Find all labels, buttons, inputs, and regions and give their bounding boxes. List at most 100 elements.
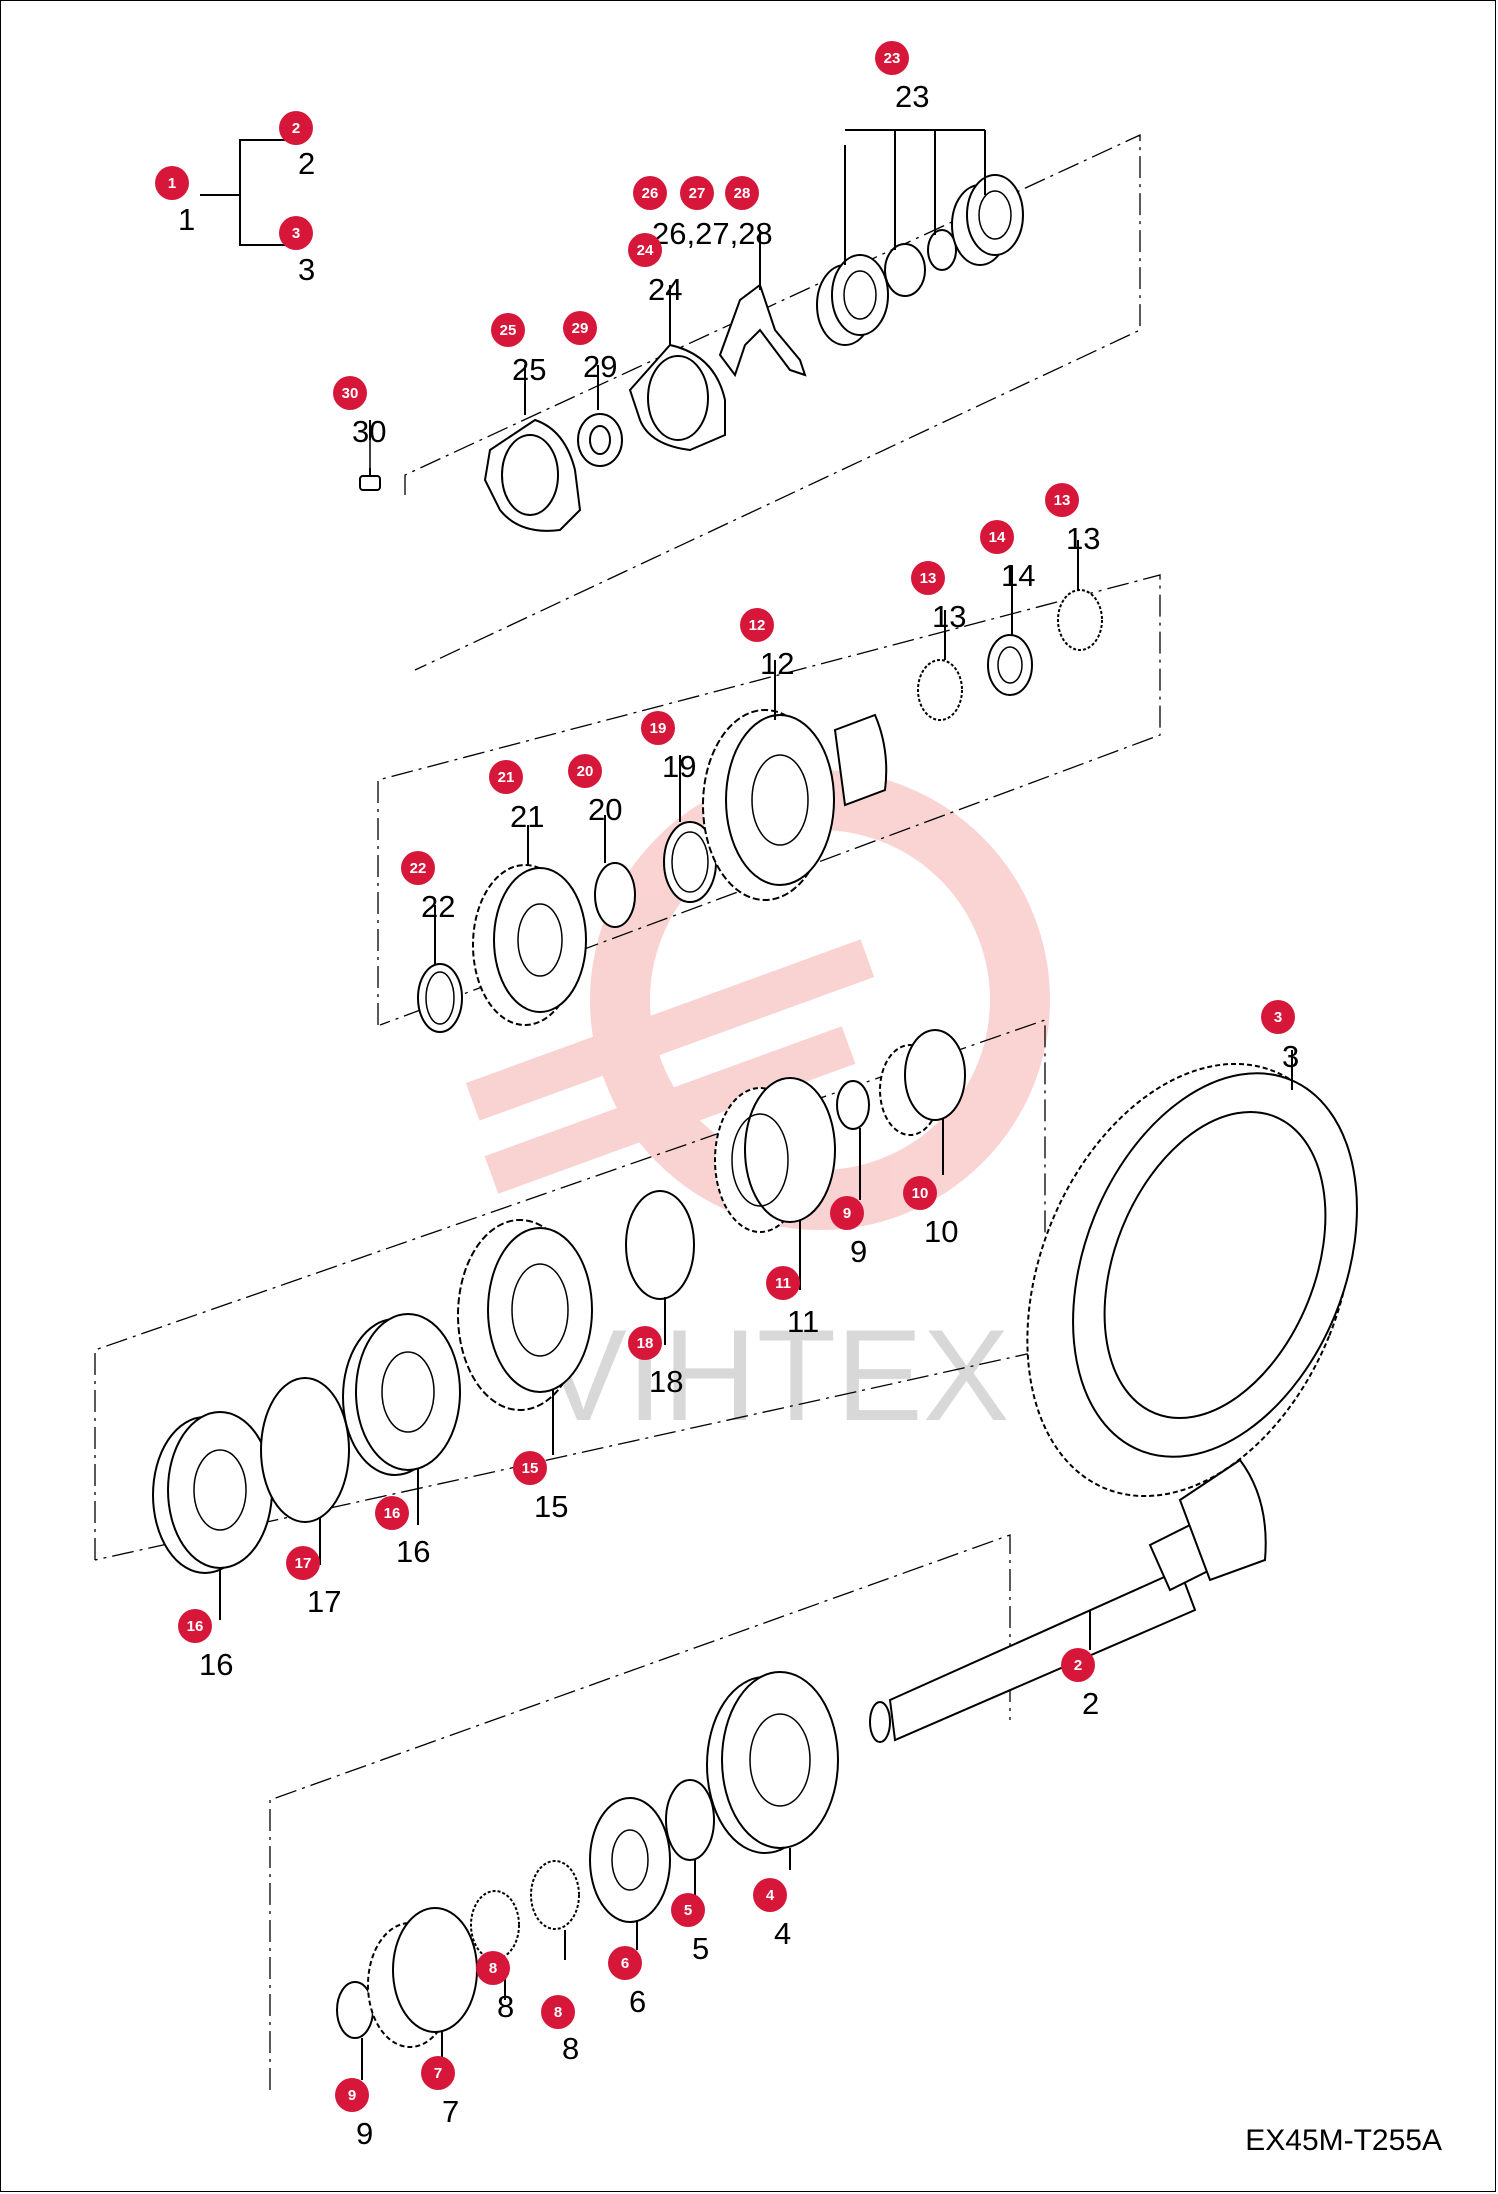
callout-c28: 28	[725, 176, 759, 210]
callout-c3: 33	[279, 216, 315, 287]
callout-badge	[1061, 1648, 1095, 1682]
callout-badge-number: 20	[577, 763, 594, 780]
needle-bearing-13b	[1057, 589, 1103, 651]
callout-badge	[178, 1609, 212, 1643]
callout-badge	[421, 2056, 455, 2090]
callout-badge	[980, 520, 1014, 554]
callout-c21: 21 21	[489, 760, 544, 834]
callout-badge	[641, 711, 675, 745]
callout-badge-number: 17	[295, 1555, 312, 1572]
callout-badge	[608, 1946, 642, 1980]
callout-c8b: 88	[476, 1951, 514, 2024]
callout-label: 16	[396, 1534, 430, 1569]
callout-badge-number: 13	[920, 570, 937, 587]
callout-badge	[279, 216, 313, 250]
callout-label: 23	[895, 79, 929, 114]
gear-7	[367, 1907, 478, 2048]
callout-badge	[401, 851, 435, 885]
callout-badge	[628, 233, 662, 267]
flange-25	[483, 418, 582, 532]
callout-badge-number: 6	[621, 1955, 629, 1972]
callout-badge-number: 1	[168, 175, 176, 192]
callout-label: 19	[662, 749, 696, 784]
callout-badge-number: 14	[989, 529, 1006, 546]
bolt-30	[359, 440, 381, 491]
callout-badge-number: 28	[734, 185, 751, 202]
callout-label: 7	[442, 2094, 459, 2129]
needle-bearing-13a	[917, 659, 963, 721]
callout-label: 14	[1001, 558, 1035, 593]
callout-badge-number: 5	[684, 1902, 692, 1919]
callout-badge-number: 9	[843, 1205, 851, 1222]
ring-22	[417, 963, 463, 1033]
hub-10	[879, 1029, 966, 1136]
callout-label: 2	[1082, 1686, 1099, 1721]
callout-badge-number: 26	[642, 185, 659, 202]
callout-badge	[491, 313, 525, 347]
callout-badge	[766, 1266, 800, 1300]
callout-badge	[671, 1893, 705, 1927]
callout-badge-number: 8	[489, 1960, 497, 1977]
callout-badge-number: 7	[434, 2065, 442, 2082]
callout-badge-number: 16	[187, 1618, 204, 1635]
callout-c9a: 99	[830, 1196, 867, 1269]
gear-15	[457, 1219, 593, 1411]
callout-c11: 11 11	[766, 1266, 819, 1339]
callout-badge	[830, 1196, 864, 1230]
callout-badge	[476, 1951, 510, 1985]
callout-badge-number: 2	[292, 120, 300, 137]
callout-label: 4	[774, 1916, 791, 1951]
callout-c6: 66	[608, 1946, 646, 2019]
callout-badge-number: 3	[292, 225, 300, 242]
callout-badge-number: 15	[522, 1460, 539, 1477]
callout-badge-number: 27	[689, 185, 706, 202]
callout-label: 26,27,28	[652, 216, 773, 251]
callout-label: 2	[298, 146, 315, 181]
callout-badge	[489, 760, 523, 794]
thrust-washer-6	[589, 1797, 671, 1923]
callout-c26: 26,27,28 26	[633, 176, 773, 251]
callout-label: 9	[850, 1234, 867, 1269]
callout-badge-number: 24	[637, 242, 654, 259]
callout-badge	[541, 1995, 575, 2029]
callout-label: 9	[356, 2116, 373, 2151]
callout-label: 8	[497, 1989, 514, 2024]
callout-label: 21	[510, 799, 544, 834]
callout-badge	[563, 311, 597, 345]
callout-label: 3	[298, 252, 315, 287]
bearing-16a	[342, 1313, 461, 1476]
callout-label: 1	[178, 202, 195, 237]
callout-c1: 11	[155, 166, 195, 237]
snap-ring-17	[260, 1377, 350, 1523]
gear-12	[702, 709, 888, 901]
callout-badge-number: 11	[775, 1275, 791, 1292]
callout-badge	[1045, 483, 1079, 517]
callout-badge-number: 21	[498, 769, 515, 786]
callout-badge	[286, 1546, 320, 1580]
callout-badge-number: 4	[766, 1887, 775, 1904]
callout-badge-number: 23	[884, 50, 901, 67]
callout-badge	[1261, 1000, 1295, 1034]
callout-badge-number: 13	[1054, 492, 1071, 509]
callout-badge	[628, 1326, 662, 1360]
callout-label: 30	[352, 414, 386, 449]
callout-label: 5	[692, 1931, 709, 1966]
diagram-code: EX45M-T255A	[1245, 2124, 1442, 2157]
callout-badge	[335, 2078, 369, 2112]
callout-label: 11	[787, 1304, 819, 1339]
callout-badge	[903, 1176, 937, 1210]
callout-c3b: 33	[1261, 1000, 1299, 1074]
callout-badge	[753, 1878, 787, 1912]
callout-badge	[375, 1496, 409, 1530]
